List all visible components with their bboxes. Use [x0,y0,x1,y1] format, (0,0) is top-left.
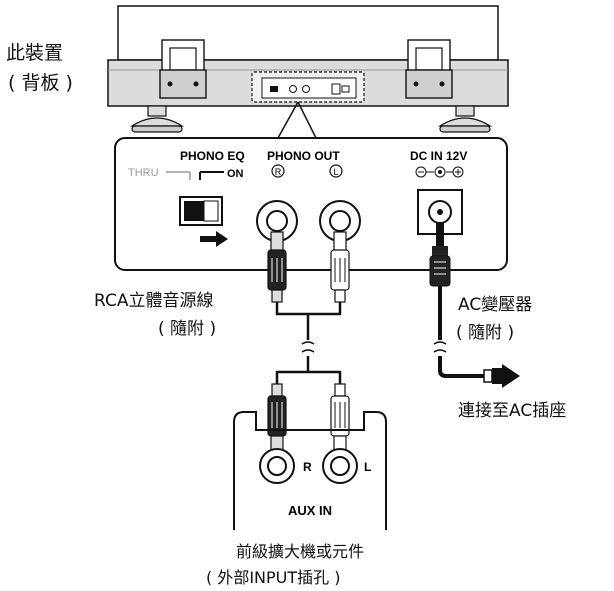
amp-sub-label: ( 外部INPUT插孔 ) [206,568,341,587]
rca-cable [275,302,342,384]
device-label-sub: ( 背板 ) [8,72,73,94]
right-hinge [405,39,453,99]
phono-out-label: PHONO OUT [267,149,340,163]
rear-panel-mini [251,71,365,103]
left-hinge [159,39,207,99]
amp-panel: R L AUX IN [233,411,387,530]
left-foot [129,105,185,133]
device-label: 此裝置 [6,38,63,65]
thru-label: THRU [128,167,159,179]
callout-lines [277,101,317,139]
dc-plug [429,222,451,287]
aux-in-label: AUX IN [288,503,332,518]
aux-r-label: R [303,460,312,474]
aux-in-r-jack[interactable] [259,448,295,484]
aux-l-label: L [364,460,371,474]
ac-plug-arrow-icon [483,364,520,388]
ac-adapter-cable [433,286,484,378]
phono-eq-switch[interactable] [179,196,223,226]
polarity-icon [415,166,464,178]
left-channel-icon [329,164,343,178]
ac-adapter-label: AC變壓器 [458,295,533,315]
rca-plug-red [267,231,287,303]
aux-in-l-jack[interactable] [322,448,358,484]
right-symbol: R [275,167,282,177]
amp-plug-white [330,383,350,453]
on-label: ON [227,168,244,180]
device-label-title: 此裝置 [6,42,64,64]
rca-cable-label: RCA立體音源線 [94,291,214,311]
right-foot [437,105,493,133]
enlarged-panel: PHONO EQ THRU ON PHONO OUT R L DC IN 12V [114,137,508,271]
turntable-body [107,5,509,133]
dc-in-label: DC IN 12V [410,149,467,163]
rca-plug-white [330,231,350,303]
rca-cable-sub: ( 隨附 ) [158,319,217,339]
arrow-right-icon [200,231,228,247]
right-channel-icon [271,164,285,178]
left-symbol: L [333,167,338,177]
amp-label: 前級擴大機或元件 [236,542,365,561]
amp-plug-red [267,383,287,453]
phono-eq-label: PHONO EQ [180,149,245,163]
ac-adapter-sub: ( 隨附 ) [456,323,515,343]
outlet-label: 連接至AC插座 [458,401,567,421]
